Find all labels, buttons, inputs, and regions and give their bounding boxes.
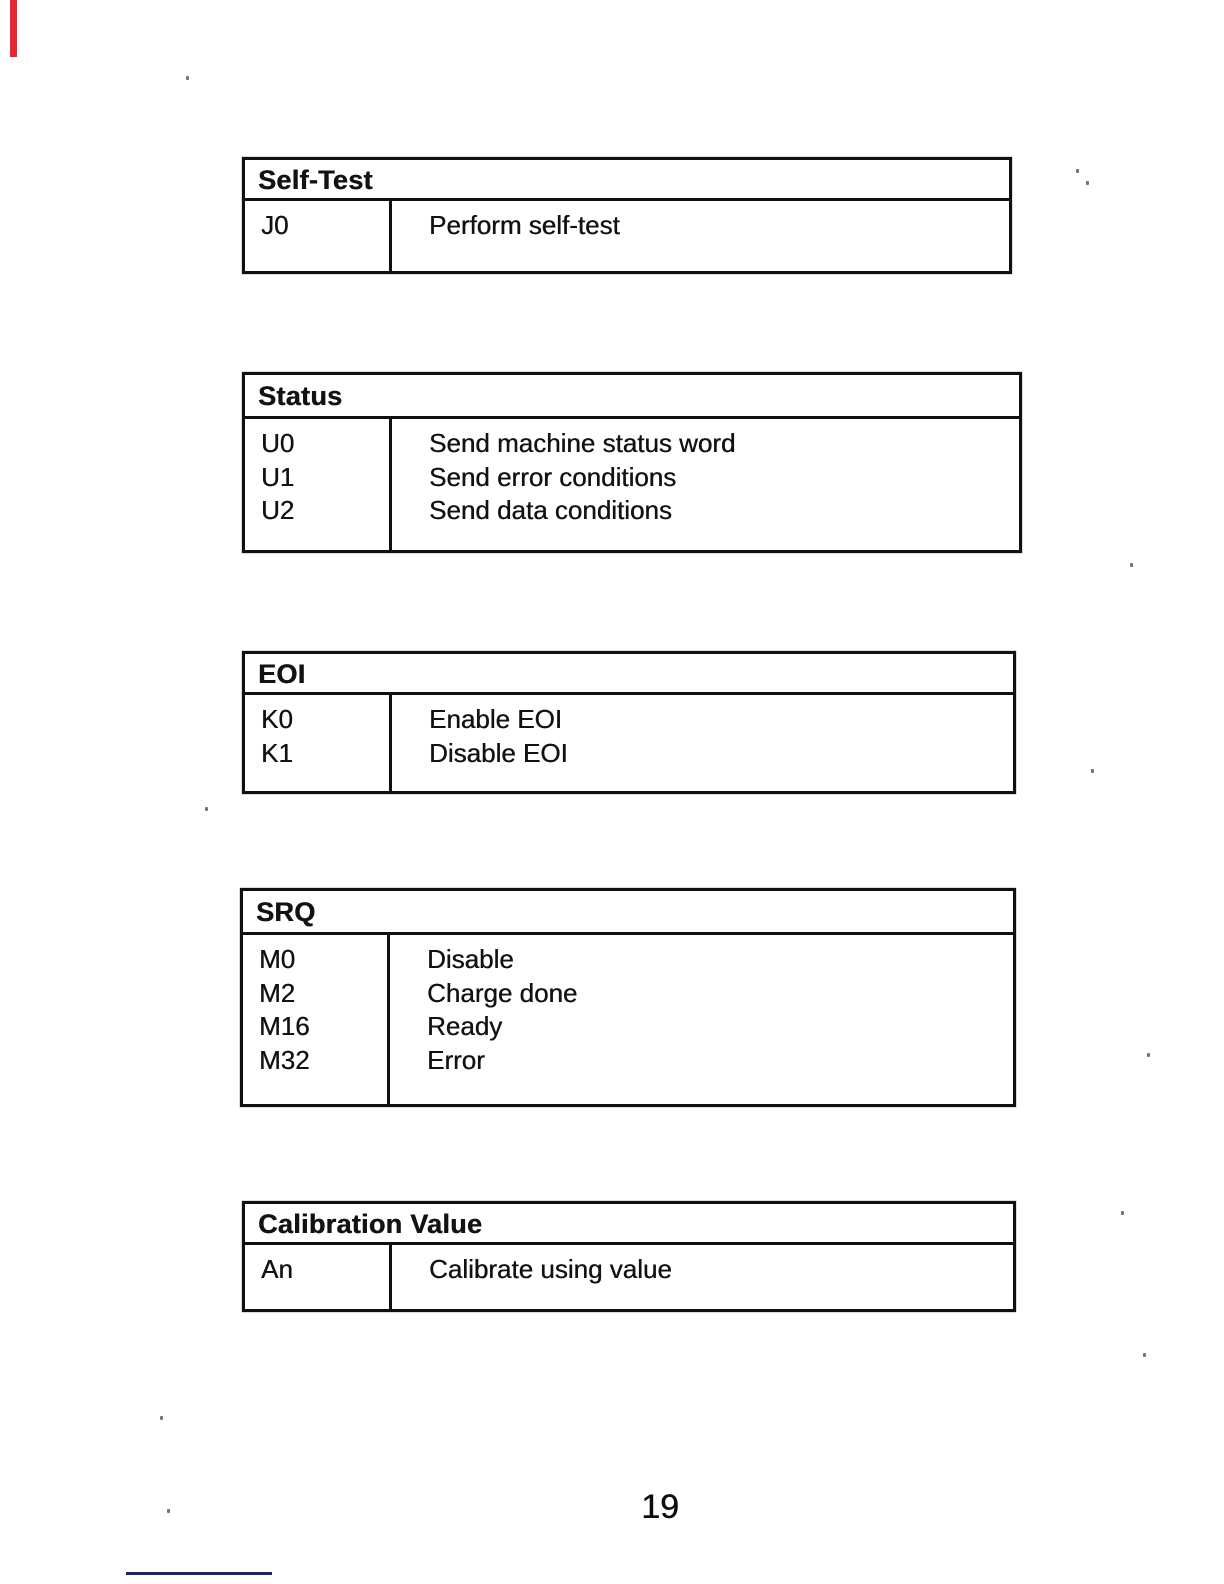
command-code: An xyxy=(261,1254,293,1284)
table-body: K0 Enable EOI K1 Disable EOI xyxy=(245,695,1013,791)
table-body: An Calibrate using value xyxy=(245,1245,1013,1309)
command-table-calibration-value: Calibration Value An Calibrate using valu… xyxy=(242,1201,1016,1312)
table-row: J0 Perform self-test xyxy=(245,209,1009,243)
command-description: Error xyxy=(427,1044,485,1075)
command-description: Disable EOI xyxy=(429,737,568,768)
scan-artifact-blue-line xyxy=(126,1572,272,1575)
table-row: An Calibrate using value xyxy=(245,1253,1013,1287)
command-description: Calibrate using value xyxy=(429,1254,672,1284)
scan-artifact-red-bar xyxy=(10,0,17,57)
scan-speck xyxy=(167,1509,170,1513)
table-header: Self-Test xyxy=(245,160,1009,201)
table-body: J0 Perform self-test xyxy=(245,201,1009,271)
page-number: 19 xyxy=(641,1488,679,1526)
table-title: Calibration Value xyxy=(258,1208,483,1239)
scan-speck xyxy=(1091,769,1094,773)
command-code: U0 xyxy=(261,428,295,458)
command-description: Ready xyxy=(427,1011,503,1041)
command-description: Disable xyxy=(427,944,514,974)
scan-speck xyxy=(1121,1211,1124,1215)
scan-speck xyxy=(1130,563,1133,567)
table-title: EOI xyxy=(258,658,306,689)
table-title: SRQ xyxy=(256,897,316,927)
table-row: K1 Disable EOI xyxy=(245,737,1013,771)
command-description: Send error conditions xyxy=(429,461,677,492)
command-code: M0 xyxy=(259,944,296,974)
scan-speck xyxy=(1076,169,1079,173)
command-description: Perform self-test xyxy=(429,210,620,240)
table-row: M2 Charge done xyxy=(243,977,1013,1011)
scan-speck xyxy=(205,807,208,811)
command-code: K0 xyxy=(261,704,293,734)
command-code: K1 xyxy=(261,737,293,768)
table-header: Status xyxy=(245,375,1019,419)
table-row: U2 Send data conditions xyxy=(245,494,1019,528)
scan-speck xyxy=(1147,1053,1150,1057)
scan-speck xyxy=(1143,1353,1146,1357)
command-code: U1 xyxy=(261,461,295,492)
table-header: SRQ xyxy=(243,891,1013,935)
command-code: J0 xyxy=(261,210,289,240)
table-header: EOI xyxy=(245,654,1013,695)
scan-speck xyxy=(160,1416,163,1420)
table-title: Status xyxy=(258,381,343,411)
scan-speck xyxy=(186,76,189,80)
table-row: M16 Ready xyxy=(243,1010,1013,1044)
command-code: U2 xyxy=(261,495,295,525)
command-description: Send data conditions xyxy=(429,495,672,525)
command-table-eoi: EOI K0 Enable EOI K1 Disable EOI xyxy=(242,651,1016,794)
table-row: U1 Send error conditions xyxy=(245,461,1019,495)
table-row: M32 Error xyxy=(243,1044,1013,1078)
table-title: Self-Test xyxy=(258,164,373,195)
command-description: Enable EOI xyxy=(429,704,562,734)
table-header: Calibration Value xyxy=(245,1204,1013,1245)
command-code: M16 xyxy=(259,1011,310,1041)
command-code: M32 xyxy=(259,1044,310,1075)
command-code: M2 xyxy=(259,977,296,1008)
command-description: Charge done xyxy=(427,977,578,1008)
table-row: K0 Enable EOI xyxy=(245,703,1013,737)
table-row: U0 Send machine status word xyxy=(245,427,1019,461)
command-table-self-test: Self-Test J0 Perform self-test xyxy=(242,157,1012,274)
table-row: M0 Disable xyxy=(243,943,1013,977)
command-description: Send machine status word xyxy=(429,428,736,458)
scan-speck xyxy=(1086,181,1089,185)
